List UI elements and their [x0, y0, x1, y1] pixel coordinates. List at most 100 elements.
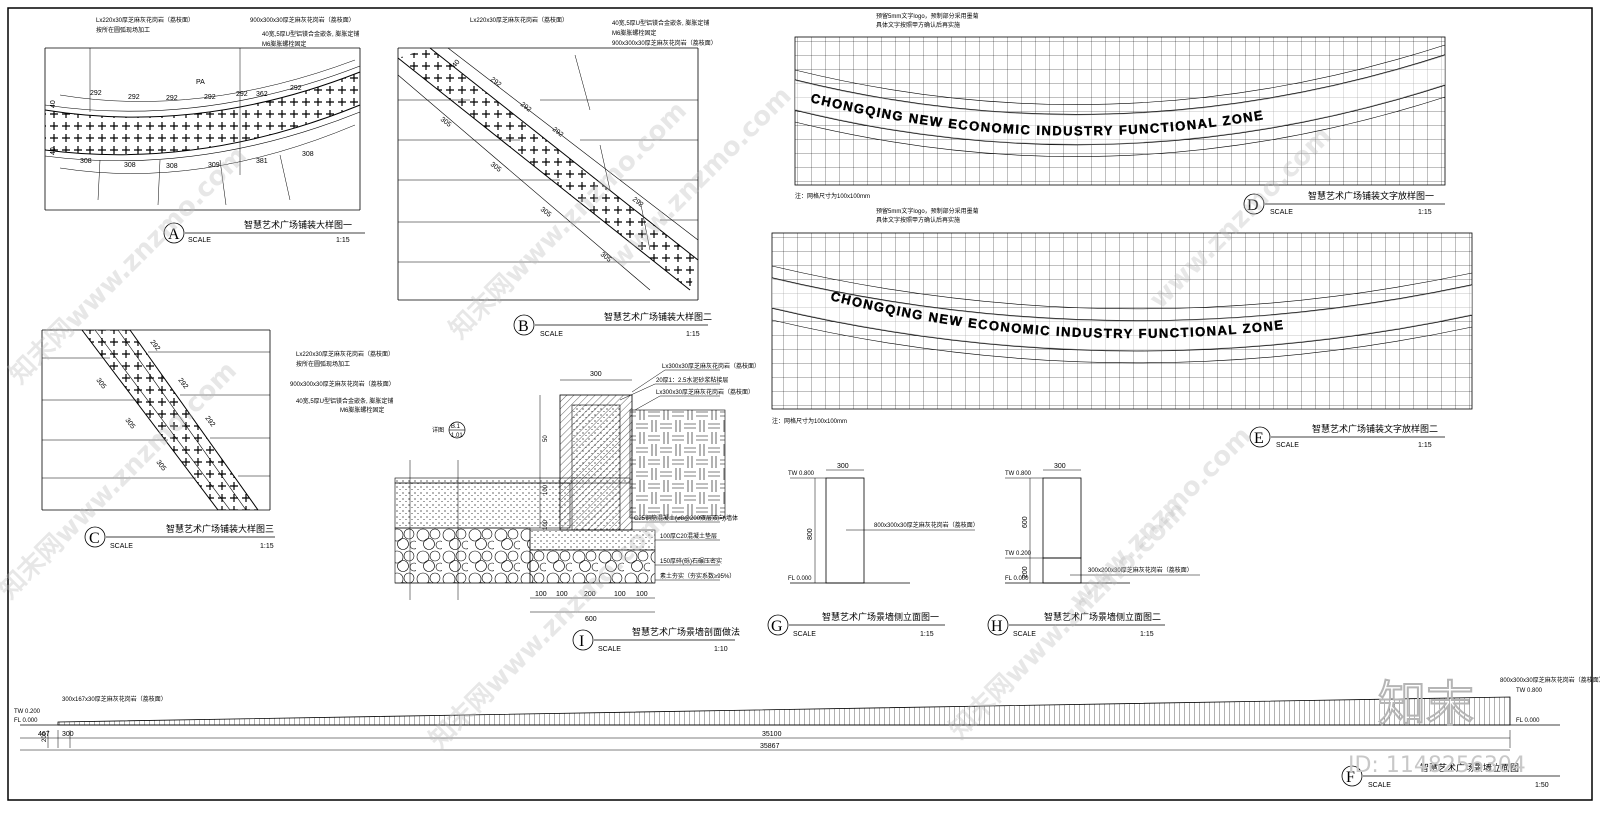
- h-fl: FL 0.000: [1005, 576, 1029, 582]
- a-dim-bot-3: 308: [166, 163, 178, 170]
- sheet-frame: [7, 7, 1593, 801]
- h-scale: 1:15: [1140, 631, 1154, 638]
- i-note-1: Lx300x30厚芝麻灰花岗岩（荔枝面）: [662, 362, 760, 370]
- c-note-1: Lx220x30厚芝麻灰花岗岩（荔枝面）: [296, 350, 394, 358]
- h-letter: H: [991, 618, 1003, 635]
- f-tw-right: TW 0.800: [1516, 688, 1543, 694]
- b-scale: 1:15: [686, 331, 700, 338]
- e-note-2: 具体文字按照甲方确认后再实施: [876, 216, 960, 224]
- b-dim-2: 292: [519, 101, 533, 114]
- d-title: 智慧艺术广场铺装文字放样图一: [1308, 190, 1434, 202]
- c-dim-4: 305: [94, 377, 107, 391]
- b-dim-3: 292: [551, 126, 565, 139]
- e-scale: 1:15: [1418, 442, 1432, 449]
- g-height: 800: [807, 528, 814, 540]
- i-note-2: 20厚1：2.5水泥砂浆粘接层: [656, 376, 728, 384]
- f-tw-left: TW 0.200: [14, 709, 41, 715]
- a-note-3: 900x300x30厚芝麻灰花岗岩（荔枝面）: [250, 16, 355, 24]
- i-dim-bot-5: 100: [636, 591, 648, 598]
- c-title: 智慧艺术广场铺装大样图三: [166, 523, 274, 535]
- i-note-5: 100厚C20混凝土垫层: [660, 532, 717, 540]
- a-dim-bot-6: 308: [302, 151, 314, 158]
- f-total: 35867: [760, 743, 780, 750]
- a-dim-top-7: 292: [290, 85, 302, 92]
- d-scale-label: SCALE: [1270, 209, 1293, 216]
- watermark: www.znzmo.com: [604, 81, 798, 275]
- b-note-2: 40宽,5厚U型铝镁合金嵌条, 膨胀定铺: [612, 19, 709, 27]
- c-dim-2: 292: [176, 377, 189, 391]
- a-dim-top-6: 362: [256, 91, 268, 98]
- view-d: CHONGQING NEW ECONOMIC INDUSTRY FUNCTION…: [794, 12, 1446, 216]
- c-note-4: 40宽,5厚U型铝镁合金嵌条, 膨胀定铺: [296, 397, 393, 405]
- h-tw: TW 0.800: [1005, 471, 1032, 477]
- h-h1: 600: [1022, 516, 1029, 528]
- i-note-6: 150厚碎(砾)石碾压密实: [660, 557, 722, 565]
- i-dim-bot-2: 100: [556, 591, 568, 598]
- h-scale-label: SCALE: [1013, 631, 1036, 638]
- c-dim-3: 292: [203, 415, 216, 429]
- a-note-2: 按所在圆弧现场加工: [96, 26, 150, 34]
- a-note-1: Lx220x30厚芝麻灰花岗岩（荔枝面）: [96, 16, 194, 24]
- h-title: 智慧艺术广场景墙侧立面图二: [1044, 611, 1161, 623]
- b-dim-4: 292: [631, 196, 645, 209]
- a-note-4: 40宽,5厚U型铝镁合金嵌条, 膨胀定铺: [262, 30, 359, 38]
- view-e: CHONGQING NEW ECONOMIC INDUSTRY FUNCTION…: [771, 207, 1473, 449]
- i-note-3: Lx300x30厚芝麻灰花岗岩（荔枝面）: [656, 388, 754, 396]
- view-f: 467 300 35100 35867 200 TW 0.200 FL 0.00…: [14, 676, 1600, 789]
- i-side-3: 100: [543, 519, 549, 530]
- e-scale-label: SCALE: [1276, 442, 1299, 449]
- logo-id: ID: 1148256304: [1348, 753, 1526, 778]
- a-side-1: 40: [50, 100, 57, 108]
- i-dim-bot-1: 100: [535, 591, 547, 598]
- i-scale-label: SCALE: [598, 646, 621, 653]
- d-scale: 1:15: [1418, 209, 1432, 216]
- f-dim-3: 35100: [762, 731, 782, 738]
- i-dim-bot-4: 100: [614, 591, 626, 598]
- b-dim-5: 305: [439, 116, 453, 129]
- view-a: Lx220x30厚芝麻灰花岗岩（荔枝面） 按所在圆弧现场加工 900x300x3…: [44, 16, 365, 244]
- b-note-1: Lx220x30厚芝麻灰花岗岩（荔枝面）: [470, 16, 568, 24]
- h-h2: 200: [1022, 566, 1029, 578]
- f-note-left: 300x167x30厚芝麻灰花岗岩（荔枝面）: [62, 695, 167, 703]
- a-dim-bot-4: 309: [208, 162, 220, 169]
- g-tw: TW 0.800: [788, 471, 815, 477]
- c-note-2: 按所在圆弧现场加工: [296, 360, 350, 368]
- f-fl-right: FL 0.000: [1516, 718, 1540, 724]
- i-dim-bot-3: 200: [584, 591, 596, 598]
- b-letter: B: [518, 318, 529, 335]
- i-note-7: 素土夯实（夯实系数≥95%）: [660, 572, 735, 580]
- view-c: Lx220x30厚芝麻灰花岗岩（荔枝面） 按所在圆弧现场加工 900x300x3…: [41, 329, 395, 550]
- i-callout-label: 详图: [432, 426, 444, 434]
- b-side: 40: [451, 59, 461, 70]
- h-width: 300: [1054, 463, 1066, 470]
- brand-logo: 知末 ID: 1148256304: [1348, 675, 1526, 778]
- c-scale-label: SCALE: [110, 543, 133, 550]
- g-scale: 1:15: [920, 631, 934, 638]
- i-dim-total: 600: [585, 616, 597, 623]
- a-mark: PA: [196, 79, 205, 86]
- view-b: Lx220x30厚芝麻灰花岗岩（荔枝面） 40宽,5厚U型铝镁合金嵌条, 膨胀定…: [397, 16, 717, 338]
- view-i: 300 100 100 200 100 100 600 50 100 100 B…: [394, 362, 760, 653]
- g-scale-label: SCALE: [793, 631, 816, 638]
- e-letter: E: [1254, 430, 1264, 447]
- b-dim-6: 305: [489, 161, 503, 174]
- i-side-1: 50: [543, 435, 549, 442]
- d-footnote: 注：网格尺寸为100x100mm: [795, 192, 870, 200]
- a-dim-top-4: 292: [204, 94, 216, 101]
- b-note-3: M6膨胀螺栓固定: [612, 29, 656, 37]
- i-dim-top: 300: [590, 371, 602, 378]
- h-note: 300x200x30厚芝麻灰花岗岩（荔枝面）: [1088, 566, 1193, 574]
- g-title: 智慧艺术广场景墙侧立面图一: [822, 611, 939, 623]
- d-note-2: 具体文字按照甲方确认后再实施: [876, 21, 960, 29]
- i-letter: I: [579, 633, 584, 650]
- f-title: 智慧艺术广场景墙立面图: [1420, 762, 1519, 774]
- e-title: 智慧艺术广场铺装文字放样图二: [1312, 423, 1438, 435]
- b-dim-1: 292: [489, 76, 503, 89]
- g-width: 300: [837, 463, 849, 470]
- c-note-5: M6膨胀螺栓固定: [340, 406, 384, 414]
- f-scale-label: SCALE: [1368, 782, 1391, 789]
- f-note-right: 800x300x30厚芝麻灰花岗岩（荔枝面）: [1500, 676, 1600, 684]
- a-dim-top-3: 292: [166, 95, 178, 102]
- a-scale: 1:15: [336, 237, 350, 244]
- c-letter: C: [89, 530, 100, 547]
